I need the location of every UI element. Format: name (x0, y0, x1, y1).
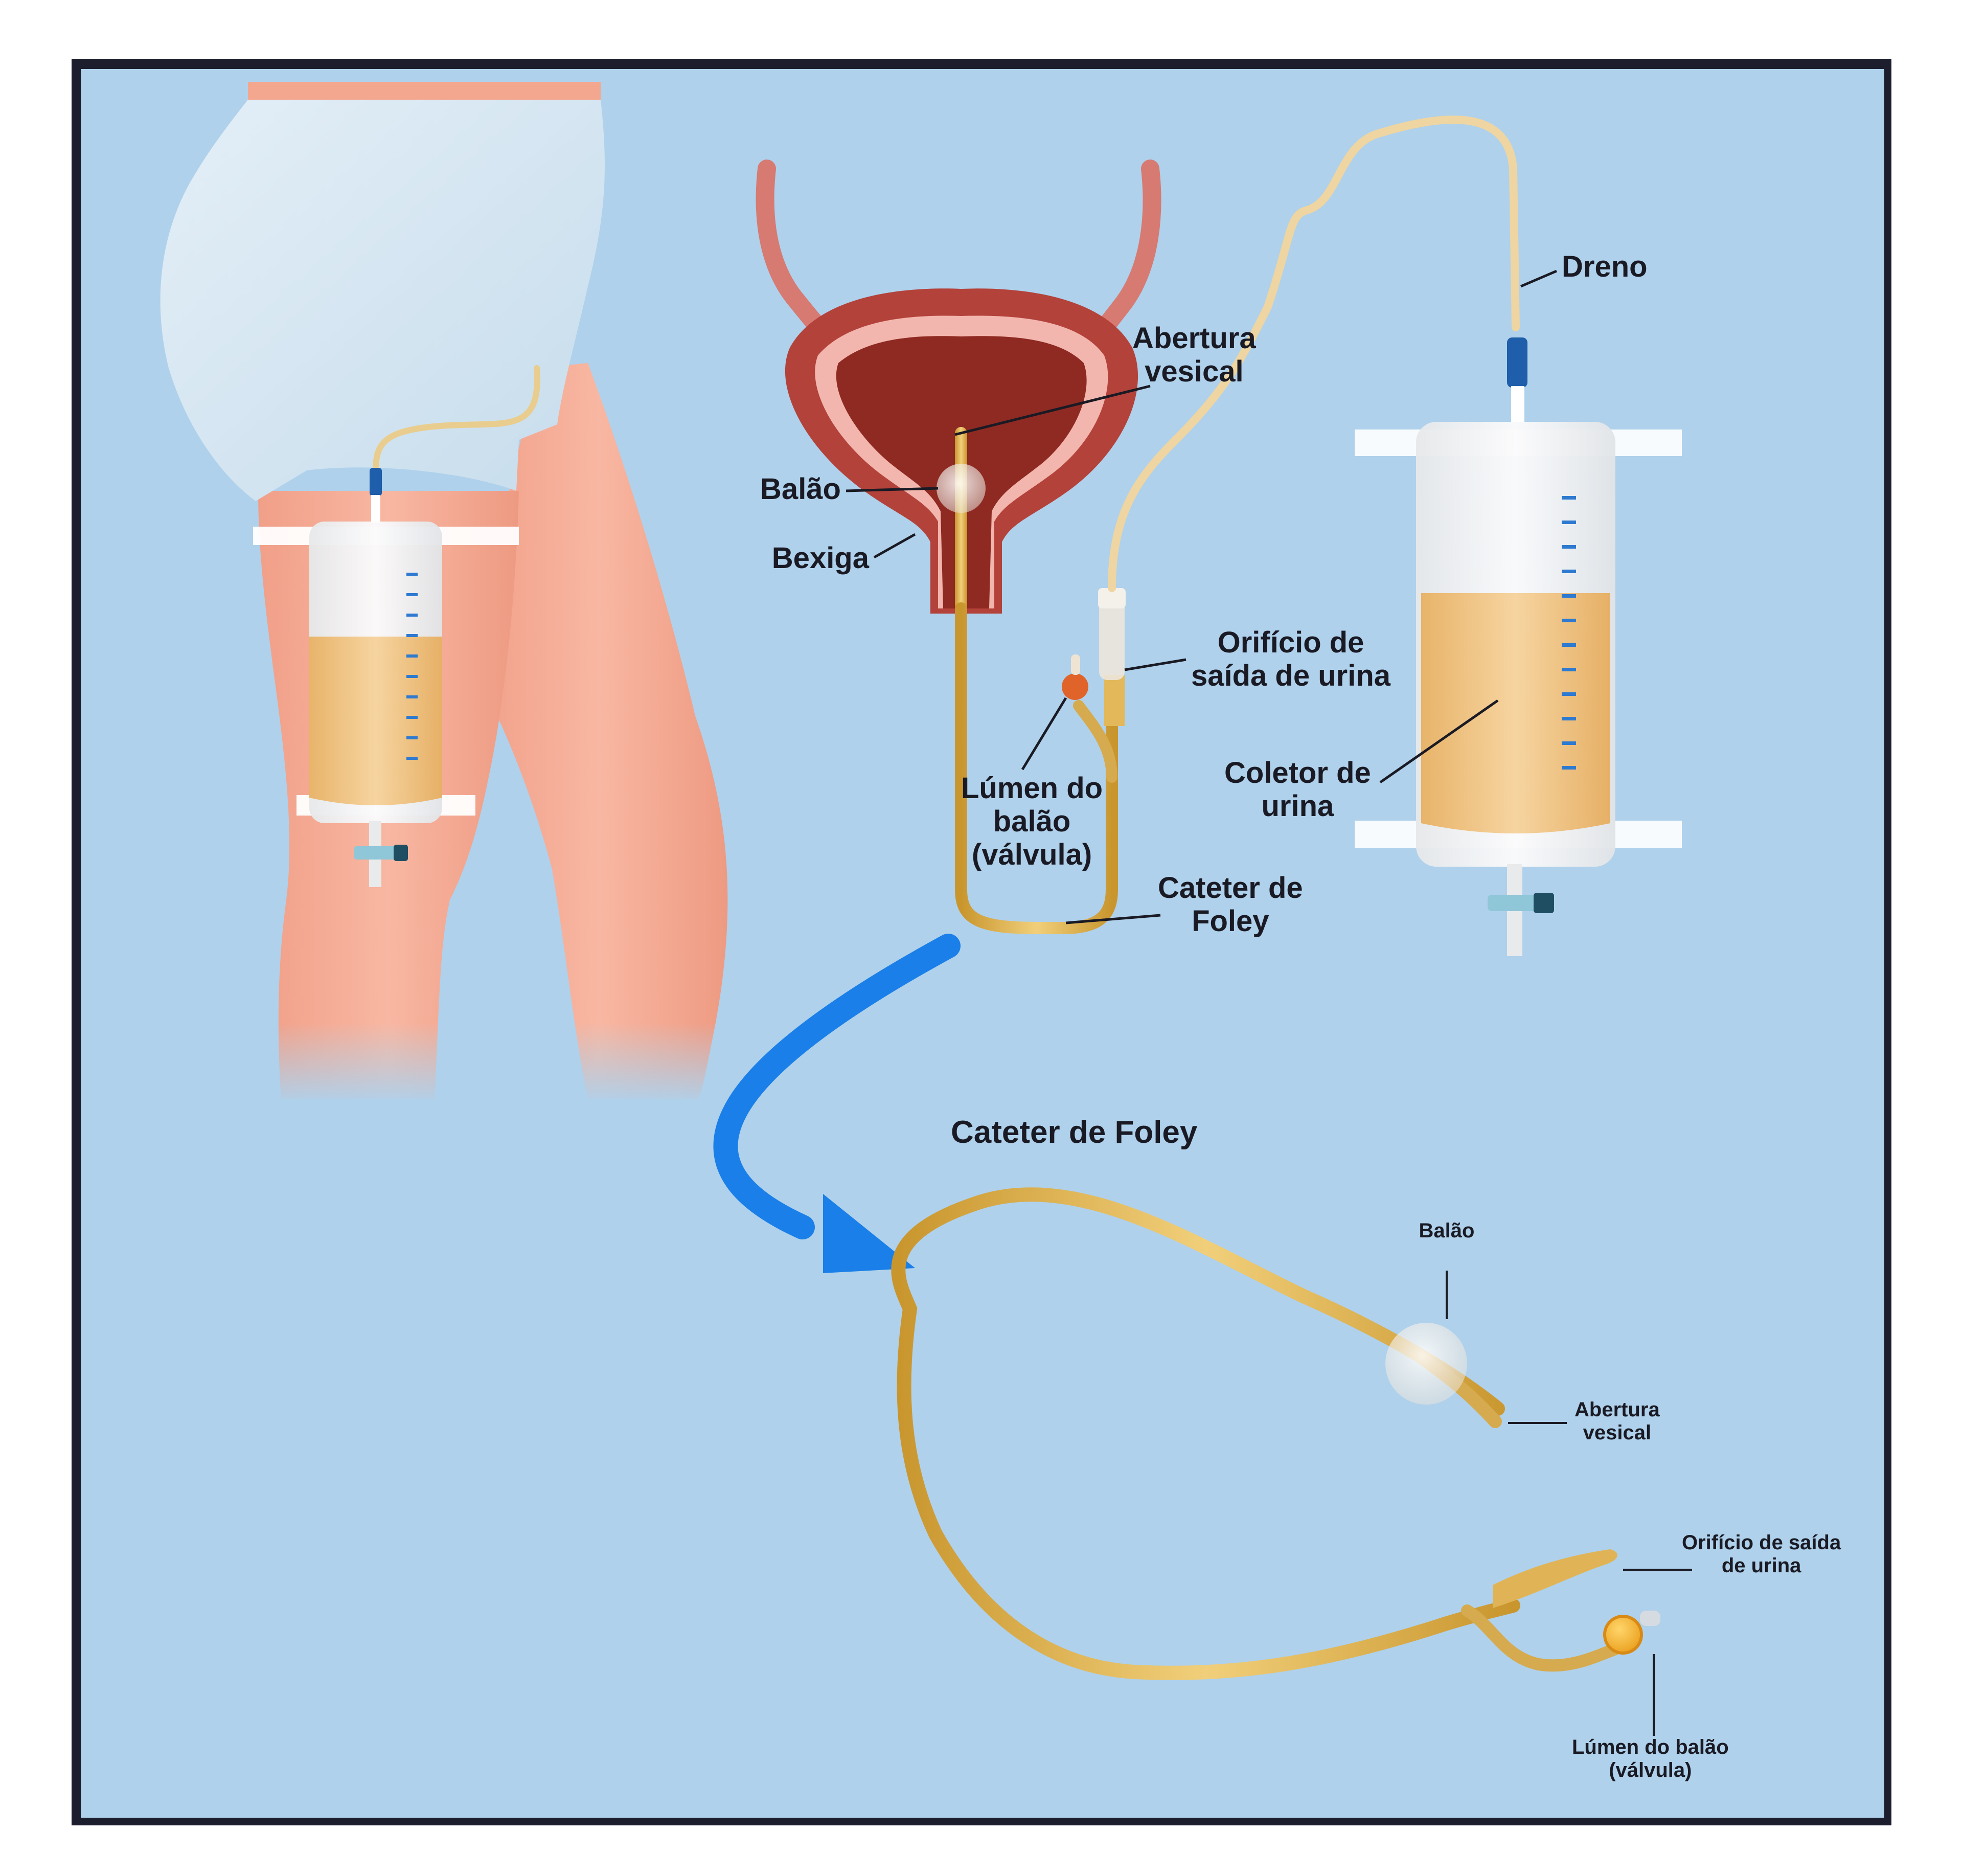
label-cateter-line2: Foley (1192, 904, 1269, 938)
underwear (160, 100, 605, 501)
label-orificio-line1: Orifício de (1217, 626, 1364, 659)
detail-leader-lines (1446, 1271, 1692, 1736)
bladder-balloon (937, 464, 986, 513)
label-abertura-line1: Abertura (1132, 322, 1256, 355)
label-dreno: Dreno (1562, 250, 1648, 283)
label-orificio-line2: saída de urina (1191, 659, 1391, 692)
collector-scale (1562, 496, 1576, 770)
detail-lumen-line1: Lúmen do balão (1572, 1736, 1729, 1758)
detail-orificio-line2: de urina (1721, 1554, 1801, 1577)
leg-bag-scale (406, 573, 418, 760)
leg-bag-connector (370, 468, 382, 496)
label-orificio: Orifício de saída de urina (1191, 626, 1390, 693)
back-leg (470, 363, 728, 1100)
label-lumen-line3: (válvula) (971, 838, 1092, 871)
bladder-valve (1062, 673, 1088, 700)
label-lumen-line2: balão (993, 804, 1071, 838)
label-cateter: Cateter de Foley (1158, 871, 1303, 938)
label-abertura-vesical: Abertura vesical (1132, 322, 1256, 389)
label-abertura-line2: vesical (1145, 354, 1244, 388)
detail-label-orificio: Orifício de saída de urina (1682, 1531, 1841, 1577)
detail-orificio-line1: Orifício de saída (1682, 1531, 1841, 1554)
label-coletor-line1: Coletor de (1224, 756, 1371, 789)
detail-title: Cateter de Foley (951, 1115, 1198, 1150)
leader-lines (846, 269, 1557, 924)
label-bexiga: Bexiga (771, 541, 869, 575)
detail-abertura-line1: Abertura (1574, 1398, 1660, 1421)
detail-lumen-line2: (válvula) (1609, 1758, 1692, 1781)
detail-label-abertura: Abertura vesical (1574, 1398, 1660, 1444)
label-coletor-line2: urina (1261, 789, 1334, 823)
drain-tube (1108, 116, 1520, 592)
bladder-illustration (756, 116, 1682, 956)
leg-illustration (160, 82, 757, 1104)
detail-balloon (1385, 1323, 1467, 1405)
label-coletor: Coletor de urina (1224, 756, 1371, 823)
leg-bag-tap (354, 846, 405, 860)
detail-label-balao: Balão (1419, 1219, 1475, 1242)
label-lumen-line1: Lúmen do (961, 772, 1103, 805)
detail-catheter (891, 1187, 1660, 1680)
label-lumen: Lúmen do balão (válvula) (961, 772, 1103, 872)
detail-abertura-line2: vesical (1583, 1421, 1652, 1444)
drain-connector (1507, 337, 1527, 388)
label-cateter-line1: Cateter de (1158, 871, 1303, 905)
label-balao: Balão (760, 472, 841, 506)
valve-icon (1603, 1615, 1643, 1655)
curved-arrow-icon (713, 934, 961, 1239)
curved-arrow-head (823, 1194, 915, 1273)
detail-label-lumen: Lúmen do balão (válvula) (1572, 1736, 1729, 1782)
